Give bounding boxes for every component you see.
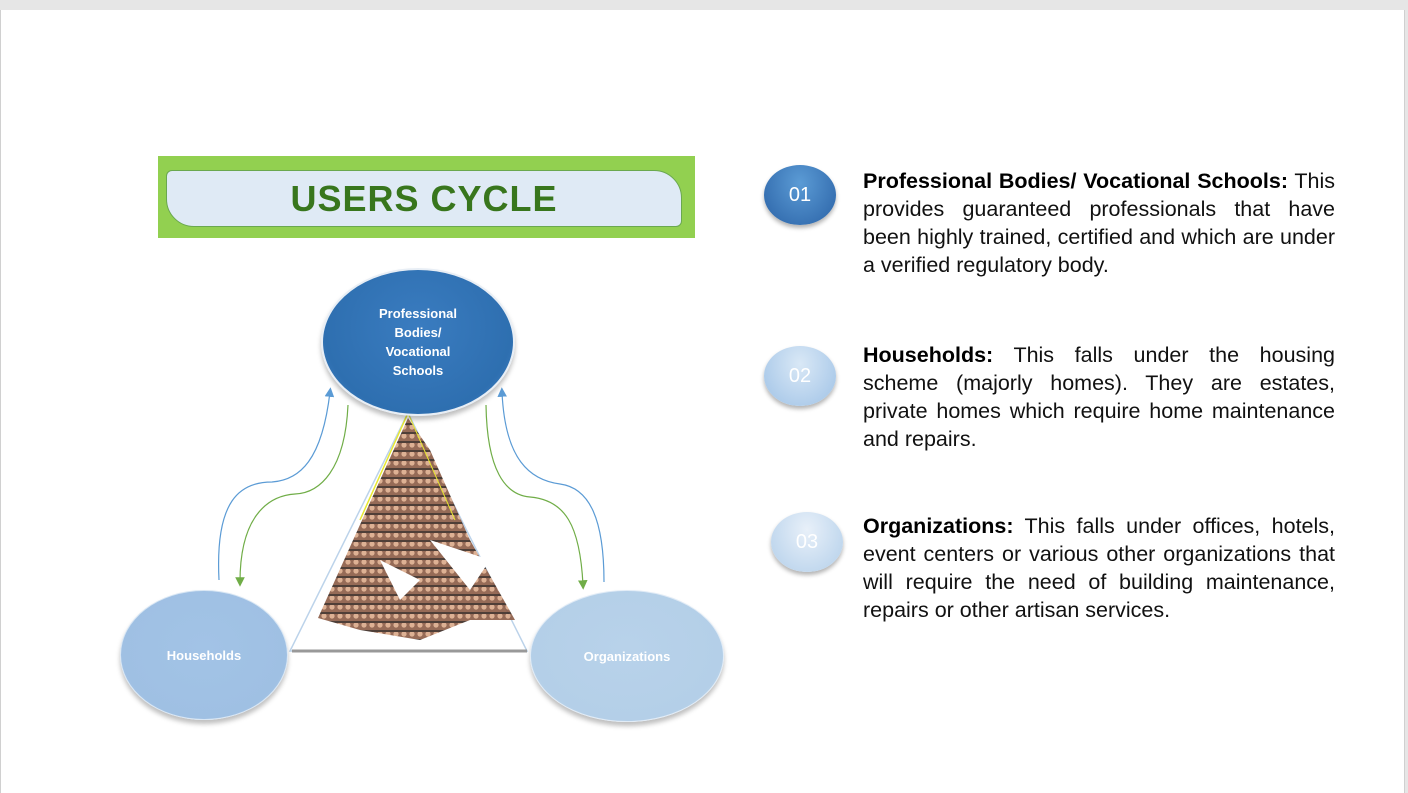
- description-text: This falls under the housing scheme (maj…: [863, 343, 1335, 451]
- description-heading: Organizations:: [863, 514, 1014, 538]
- page-title: USERS CYCLE: [290, 177, 558, 219]
- node-label: Organizations: [583, 648, 671, 664]
- arrow-households-to-professional: [217, 387, 335, 581]
- number-badge-01: 01: [764, 165, 836, 225]
- description-heading: Professional Bodies/ Vocational Schools:: [863, 169, 1288, 193]
- badge-number: 01: [788, 183, 812, 206]
- node-label: Professional Bodies/ Vocational Schools: [378, 306, 458, 378]
- badge-number: 03: [795, 530, 819, 553]
- node-households: Households: [120, 590, 288, 720]
- description-households: Households: This falls under the housing…: [863, 341, 1335, 453]
- arrow-professional-to-households: [235, 404, 349, 587]
- number-badge-02: 02: [764, 346, 836, 406]
- description-professional-bodies: Professional Bodies/ Vocational Schools:…: [863, 167, 1335, 279]
- people-map-triangle: [288, 411, 529, 653]
- description-heading: Households:: [863, 343, 994, 367]
- title-panel: USERS CYCLE: [166, 170, 682, 227]
- arrow-professional-to-organizations: [485, 404, 588, 590]
- description-text: This falls under offices, hotels, event …: [863, 514, 1335, 622]
- title-banner: USERS CYCLE: [158, 156, 695, 238]
- node-label: Households: [166, 647, 242, 663]
- arrow-organizations-to-professional: [497, 387, 605, 583]
- description-text: This provides guaranteed professionals t…: [863, 169, 1336, 277]
- number-badge-03: 03: [771, 512, 843, 572]
- description-organizations: Organizations: This falls under offices,…: [863, 512, 1335, 624]
- node-organizations: Organizations: [530, 590, 724, 722]
- badge-number: 02: [788, 364, 812, 387]
- node-professional-bodies: Professional Bodies/ Vocational Schools: [321, 268, 515, 416]
